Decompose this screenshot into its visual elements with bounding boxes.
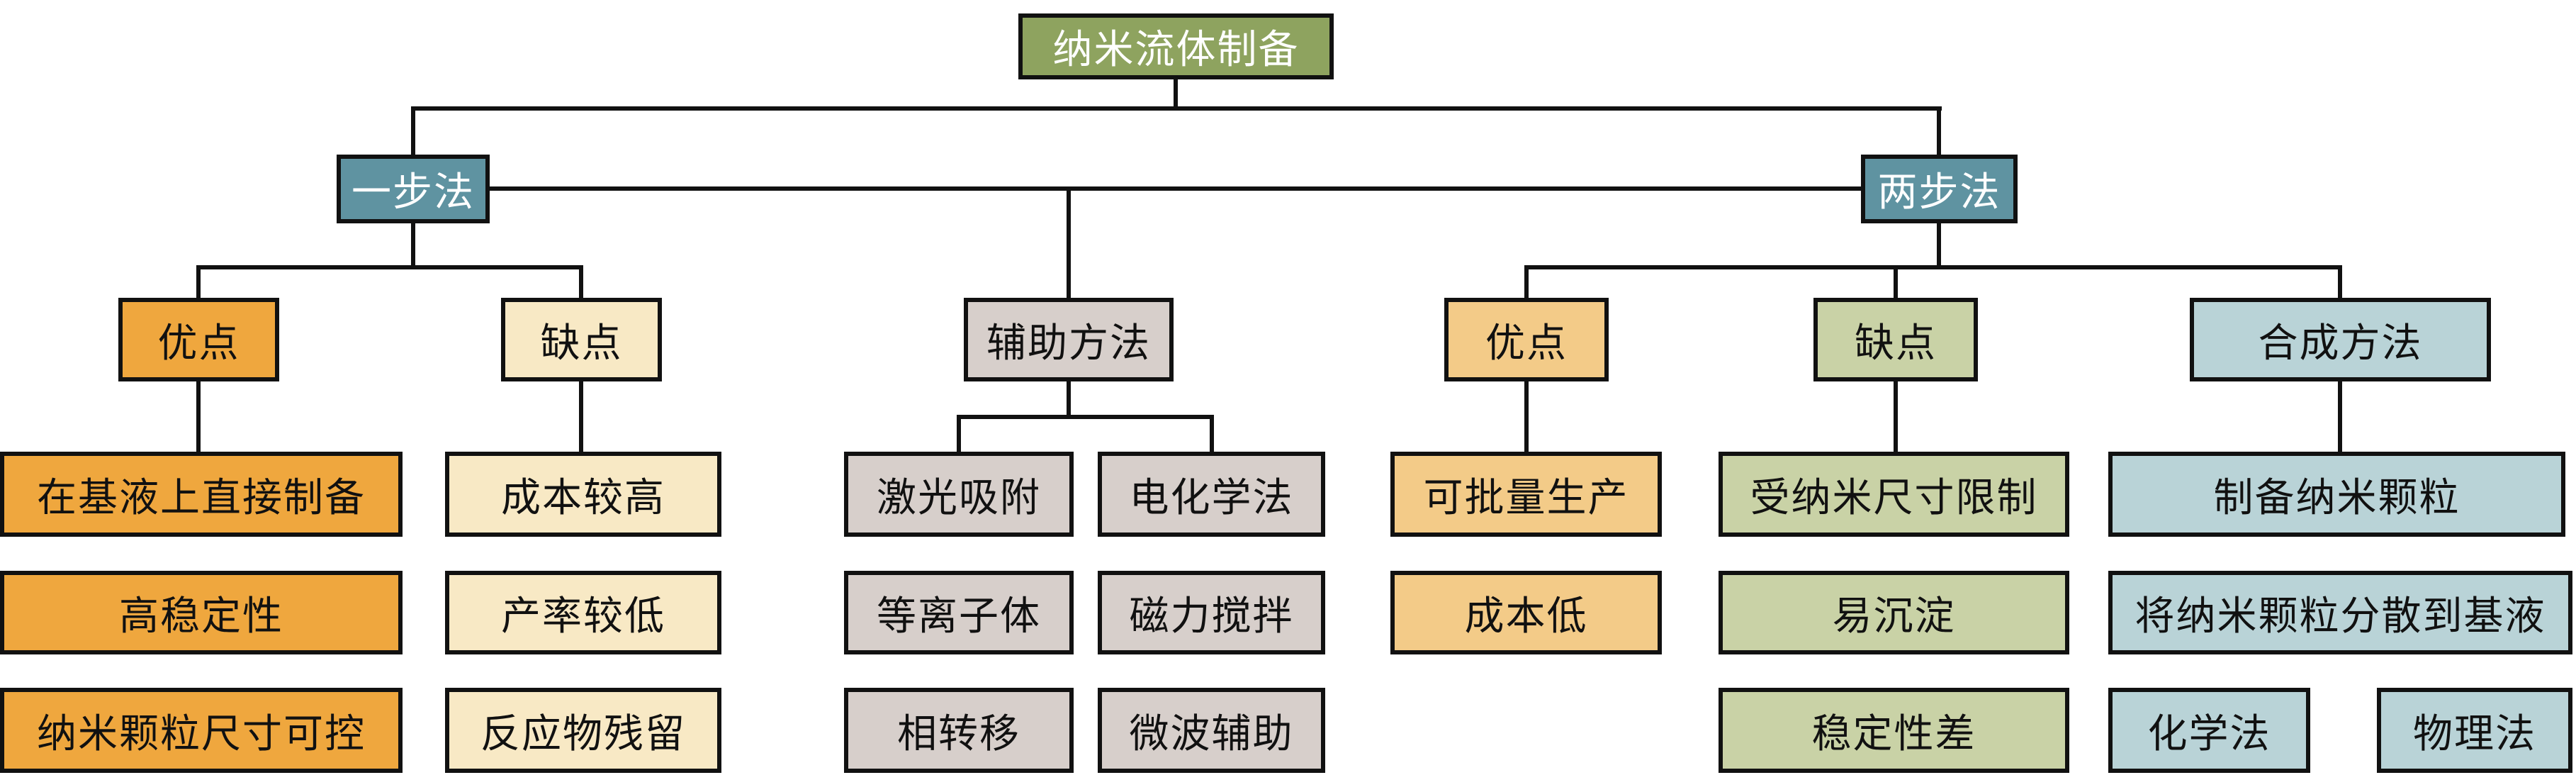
- leaf-two-dis-3: 稳定性差: [1719, 688, 2069, 773]
- connector-one-adv-leaf: [196, 379, 201, 454]
- leaf-one-dis-2: 产率较低: [445, 571, 721, 654]
- connector-root-feed: [1174, 74, 1178, 111]
- leaf-two-dis-2: 易沉淀: [1719, 571, 2069, 654]
- leaf-one-adv-3: 纳米颗粒尺寸可控: [0, 688, 403, 773]
- connector-stub-one-step: [411, 106, 415, 155]
- leaf-aux-c1-2: 等离子体: [844, 571, 1074, 654]
- leaf-aux-c1-1: 激光吸附: [844, 452, 1074, 537]
- connector-aux-feed: [1067, 379, 1071, 419]
- node-aux-methods: 辅助方法: [964, 298, 1174, 381]
- connector-one-step-feed: [411, 221, 415, 269]
- leaf-two-adv-2: 成本低: [1390, 571, 1662, 654]
- leaf-two-dis-1: 受纳米尺寸限制: [1719, 452, 2069, 537]
- connector-mid-rail: [488, 186, 1863, 191]
- connector-stub-two-step: [1937, 106, 1941, 155]
- node-two-step: 两步法: [1861, 155, 2018, 223]
- leaf-synthesis-physical: 物理法: [2377, 688, 2572, 773]
- connector-two-step-feed: [1937, 221, 1941, 269]
- leaf-one-dis-3: 反应物残留: [445, 688, 721, 773]
- node-two-disadvantages: 缺点: [1813, 298, 1978, 381]
- leaf-aux-c1-3: 相转移: [844, 688, 1074, 773]
- connector-one-dis-leaf: [579, 379, 583, 454]
- connector-aux-col1-leaf: [957, 415, 961, 454]
- connector-aux-col2-leaf: [1210, 415, 1214, 454]
- node-one-step: 一步法: [337, 155, 490, 223]
- node-one-disadvantages: 缺点: [501, 298, 662, 381]
- connector-two-step-rail: [1524, 265, 2342, 269]
- leaf-aux-c2-2: 磁力搅拌: [1098, 571, 1325, 654]
- connector-two-adv-leaf: [1524, 379, 1529, 454]
- node-synthesis-methods: 合成方法: [2190, 298, 2491, 381]
- connector-one-step-rail: [196, 265, 583, 269]
- leaf-two-adv-1: 可批量生产: [1390, 452, 1662, 537]
- leaf-one-adv-2: 高稳定性: [0, 571, 403, 654]
- connector-aux-rail: [957, 415, 1214, 419]
- connector-stub-one-adv: [196, 265, 201, 301]
- leaf-synthesis-chemical: 化学法: [2108, 688, 2310, 773]
- connector-stub-two-dis: [1894, 265, 1898, 301]
- connector-two-dis-leaf: [1894, 379, 1898, 454]
- leaf-synthesis-step-1: 制备纳米颗粒: [2108, 452, 2565, 537]
- node-root: 纳米流体制备: [1018, 13, 1334, 79]
- connector-drop-aux: [1067, 186, 1071, 300]
- connector-top-rail: [411, 106, 1942, 111]
- connector-synthesis-leaf: [2338, 379, 2342, 454]
- connector-stub-two-adv: [1524, 265, 1529, 301]
- connector-stub-one-dis: [579, 265, 583, 301]
- leaf-aux-c2-3: 微波辅助: [1098, 688, 1325, 773]
- leaf-aux-c2-1: 电化学法: [1098, 452, 1325, 537]
- node-one-advantages: 优点: [118, 298, 279, 381]
- leaf-one-dis-1: 成本较高: [445, 452, 721, 537]
- node-two-advantages: 优点: [1444, 298, 1609, 381]
- leaf-one-adv-1: 在基液上直接制备: [0, 452, 403, 537]
- leaf-synthesis-step-2: 将纳米颗粒分散到基液: [2108, 571, 2572, 654]
- connector-stub-synthesis: [2338, 265, 2342, 301]
